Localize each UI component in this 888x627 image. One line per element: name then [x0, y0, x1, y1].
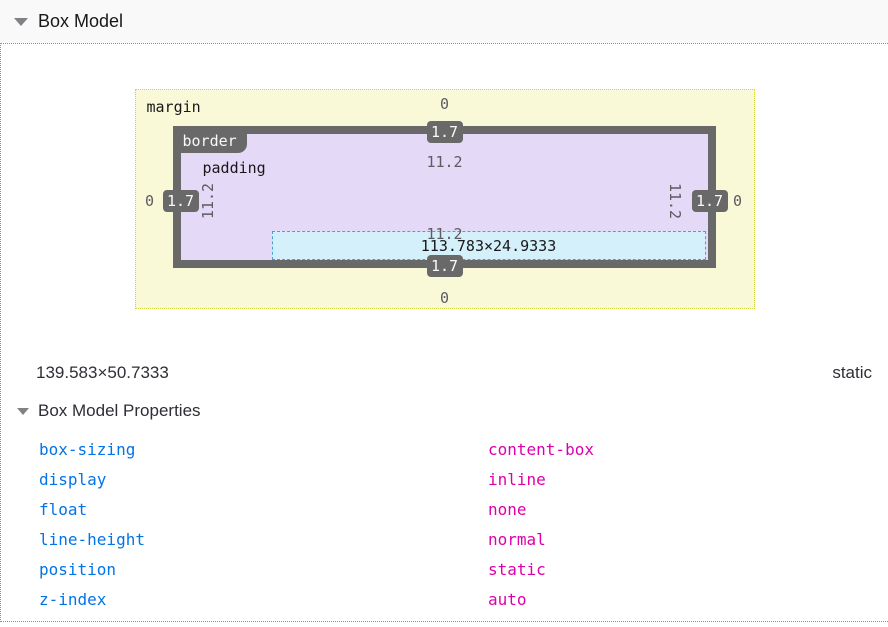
box-model-diagram: margin 0 113.783×24.9333 border padding … [134, 89, 755, 309]
property-name: z-index [39, 589, 107, 609]
padding-right-value[interactable]: 11.2 [665, 182, 684, 220]
border-left-value[interactable]: 1.7 [162, 190, 199, 212]
padding-top-value[interactable]: 11.2 [426, 153, 463, 171]
margin-label: margin [146, 98, 201, 116]
border-top-value[interactable]: 1.7 [426, 121, 463, 143]
property-value: auto [488, 589, 527, 609]
property-value: content-box [488, 439, 594, 459]
properties-title: Box Model Properties [38, 401, 201, 420]
property-row: z-index auto [1, 584, 888, 614]
margin-right-value[interactable]: 0 [732, 192, 743, 210]
properties-list: box-sizing content-box display inline fl… [1, 434, 888, 614]
element-size-row: 139.583×50.7333 static [1, 362, 888, 384]
property-row: line-height normal [1, 524, 888, 554]
property-name: display [39, 469, 107, 489]
box-model-panel: margin 0 113.783×24.9333 border padding … [0, 43, 888, 622]
border-region[interactable]: 113.783×24.9333 [172, 126, 716, 268]
property-row: float none [1, 494, 888, 524]
panel-title: Box Model [38, 11, 124, 31]
border-bottom-value[interactable]: 1.7 [426, 255, 463, 277]
property-value: normal [488, 529, 546, 549]
property-name: float [39, 499, 88, 519]
property-value: inline [488, 469, 546, 489]
property-row: position static [1, 554, 888, 584]
box-model-properties-header[interactable]: Box Model Properties [1, 400, 888, 422]
padding-left-value[interactable]: 11.2 [198, 182, 217, 220]
border-right-value[interactable]: 1.7 [691, 190, 728, 212]
chevron-down-icon[interactable] [14, 17, 28, 26]
box-model-header[interactable]: Box Model [0, 0, 888, 43]
property-name: box-sizing [39, 439, 136, 459]
element-size: 139.583×50.7333 [36, 363, 169, 382]
property-value: static [488, 559, 546, 579]
property-row: display inline [1, 464, 888, 494]
margin-top-value[interactable]: 0 [439, 95, 450, 113]
content-size-value: 113.783×24.9333 [420, 236, 557, 255]
border-label: border [172, 126, 247, 153]
property-name: position [39, 559, 117, 579]
property-row: box-sizing content-box [1, 434, 888, 464]
property-value: none [488, 499, 527, 519]
content-region[interactable]: 113.783×24.9333 [271, 231, 706, 260]
element-position: static [832, 363, 872, 382]
padding-bottom-value[interactable]: 11.2 [426, 225, 463, 243]
property-name: line-height [39, 529, 145, 549]
chevron-down-icon[interactable] [17, 407, 29, 415]
margin-bottom-value[interactable]: 0 [439, 289, 450, 307]
margin-left-value[interactable]: 0 [144, 192, 155, 210]
padding-label: padding [202, 159, 266, 177]
